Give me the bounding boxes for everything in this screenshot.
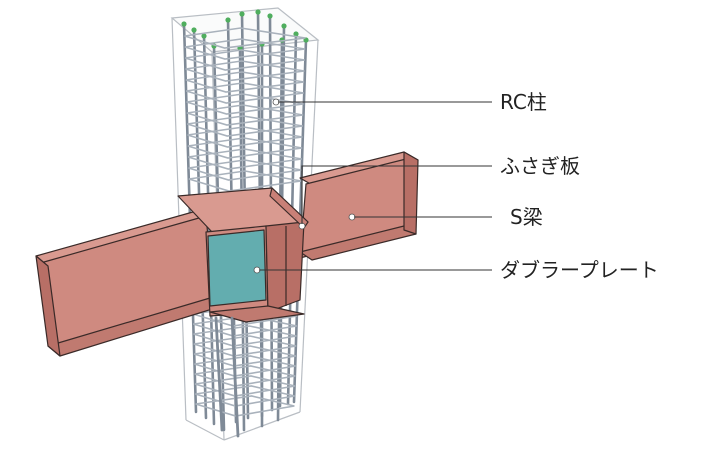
main-rebar-front [214, 316, 224, 432]
hoop-rebar [194, 355, 296, 377]
rebar-front [214, 316, 240, 438]
joint-panel [177, 187, 309, 323]
hoop-rebar [193, 315, 297, 337]
rebar-cage [181, 9, 309, 432]
steel-beam-left [35, 209, 223, 357]
hoop-rebar [194, 365, 296, 387]
callout-steel-beam: S梁 [348, 205, 543, 229]
rebar-end-cap [267, 13, 273, 19]
doubler-plate [207, 229, 267, 307]
label-rc-column: RC柱 [500, 90, 547, 114]
hoop-rebar [193, 335, 297, 357]
hoop-rebar [194, 375, 296, 397]
callout-cover-plate: ふさぎ板 [298, 154, 580, 230]
hoop-rebar [193, 325, 297, 347]
hoop-rebar [188, 170, 302, 192]
main-rebar-front [230, 316, 240, 438]
rebar-end-cap [255, 9, 261, 15]
rebar-end-cap [225, 17, 231, 23]
callout-doubler-plate: ダブラープレート [253, 258, 659, 282]
rebar-end-cap [201, 33, 207, 39]
rebar-end-cap [239, 11, 245, 17]
rebar-end-cap [191, 27, 197, 33]
callout-rc-column: RC柱 [272, 90, 547, 114]
hoop-rebar [193, 345, 297, 367]
rebar-end-cap [281, 23, 287, 29]
rebar-end-cap [181, 21, 187, 27]
label-steel-beam: S梁 [510, 205, 543, 229]
label-doubler-plate: ダブラープレート [500, 258, 659, 282]
hoop-rebar [195, 385, 295, 407]
label-cover-plate: ふさぎ板 [500, 154, 580, 178]
rebar-end-cap [293, 31, 299, 37]
steel-beam-right [299, 151, 419, 261]
